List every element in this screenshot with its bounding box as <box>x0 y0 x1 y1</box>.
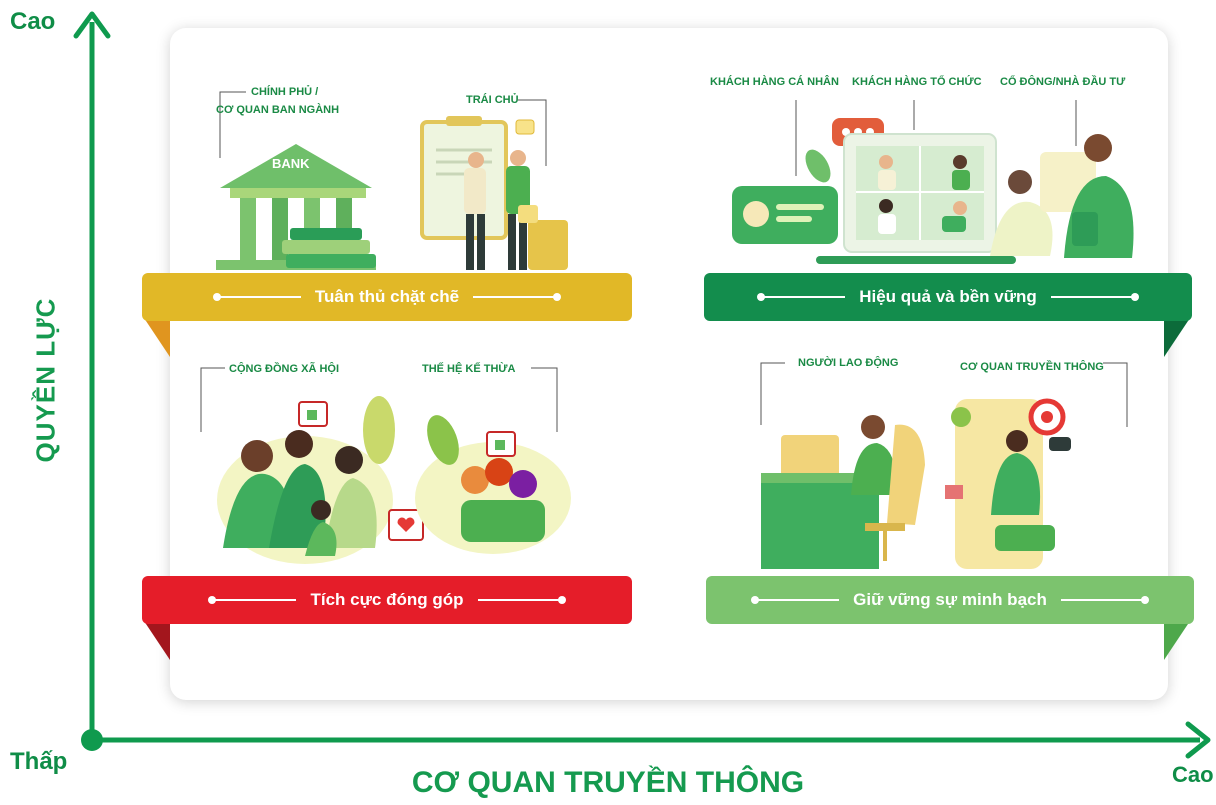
banner-line-left <box>208 596 297 604</box>
label-social-community: CỘNG ĐỒNG XÃ HỘI <box>229 363 340 375</box>
label-workers: NGƯỜI LAO ĐỘNG <box>798 357 899 369</box>
banner-fold-tich-cuc <box>142 618 170 660</box>
origin-dot <box>81 729 103 751</box>
label-individual-customers: KHÁCH HÀNG CÁ NHÂN <box>710 76 839 88</box>
customers-investors-illustration <box>732 100 1134 264</box>
banner-tuan-thu: Tuân thủ chặt chẽ <box>142 273 632 321</box>
x-axis-high-label: Cao <box>1172 762 1214 787</box>
banner-line-right <box>1060 596 1149 604</box>
banner-label: Hiệu quả và bền vững <box>859 287 1037 306</box>
government-bank-illustration <box>216 91 568 270</box>
banner-fold-giu-vung <box>1164 618 1192 660</box>
label-bondholders: TRÁI CHỦ <box>466 94 519 106</box>
banner-giu-vung: Giữ vững sự minh bạch <box>706 576 1194 624</box>
x-axis-title: CƠ QUAN TRUYỀN THÔNG <box>411 766 805 799</box>
banner-hieu-qua: Hiệu quả và bền vững <box>704 273 1192 321</box>
community-generation-illustration <box>200 367 571 564</box>
bank-sign: BANK <box>272 156 310 171</box>
banner-line-right <box>473 293 562 301</box>
banner-line-left <box>751 596 840 604</box>
banner-fold-tuan-thu <box>142 315 170 357</box>
banner-tich-cuc: Tích cực đóng góp <box>142 576 632 624</box>
banner-label: Giữ vững sự minh bạch <box>853 590 1047 609</box>
workers-media-illustration <box>760 362 1128 569</box>
y-axis-title: QUYỀN LỰC <box>30 297 61 463</box>
banner-fold-hieu-qua <box>1164 315 1192 357</box>
label-corporate-customers: KHÁCH HÀNG TỔ CHỨC <box>852 76 982 88</box>
label-next-generation: THẾ HỆ KẾ THỪA <box>422 363 516 375</box>
y-axis-high-label: Cao <box>10 8 56 35</box>
banner-line-left <box>757 293 846 301</box>
label-shareholders-investors: CỔ ĐÔNG/NHÀ ĐẦU TƯ <box>1000 76 1126 88</box>
banner-line-right <box>477 596 566 604</box>
axis-low-label: Thấp <box>10 748 68 775</box>
banner-line-right <box>1050 293 1139 301</box>
label-media-agencies: CƠ QUAN TRUYỀN THÔNG <box>960 361 1104 373</box>
label-government-line1: CHÍNH PHỦ / <box>251 86 319 98</box>
banner-label: Tích cực đóng góp <box>310 590 464 609</box>
label-government-line2: CƠ QUAN BAN NGÀNH <box>216 104 340 116</box>
banner-label: Tuân thủ chặt chẽ <box>314 287 460 306</box>
banner-line-left <box>212 293 301 301</box>
